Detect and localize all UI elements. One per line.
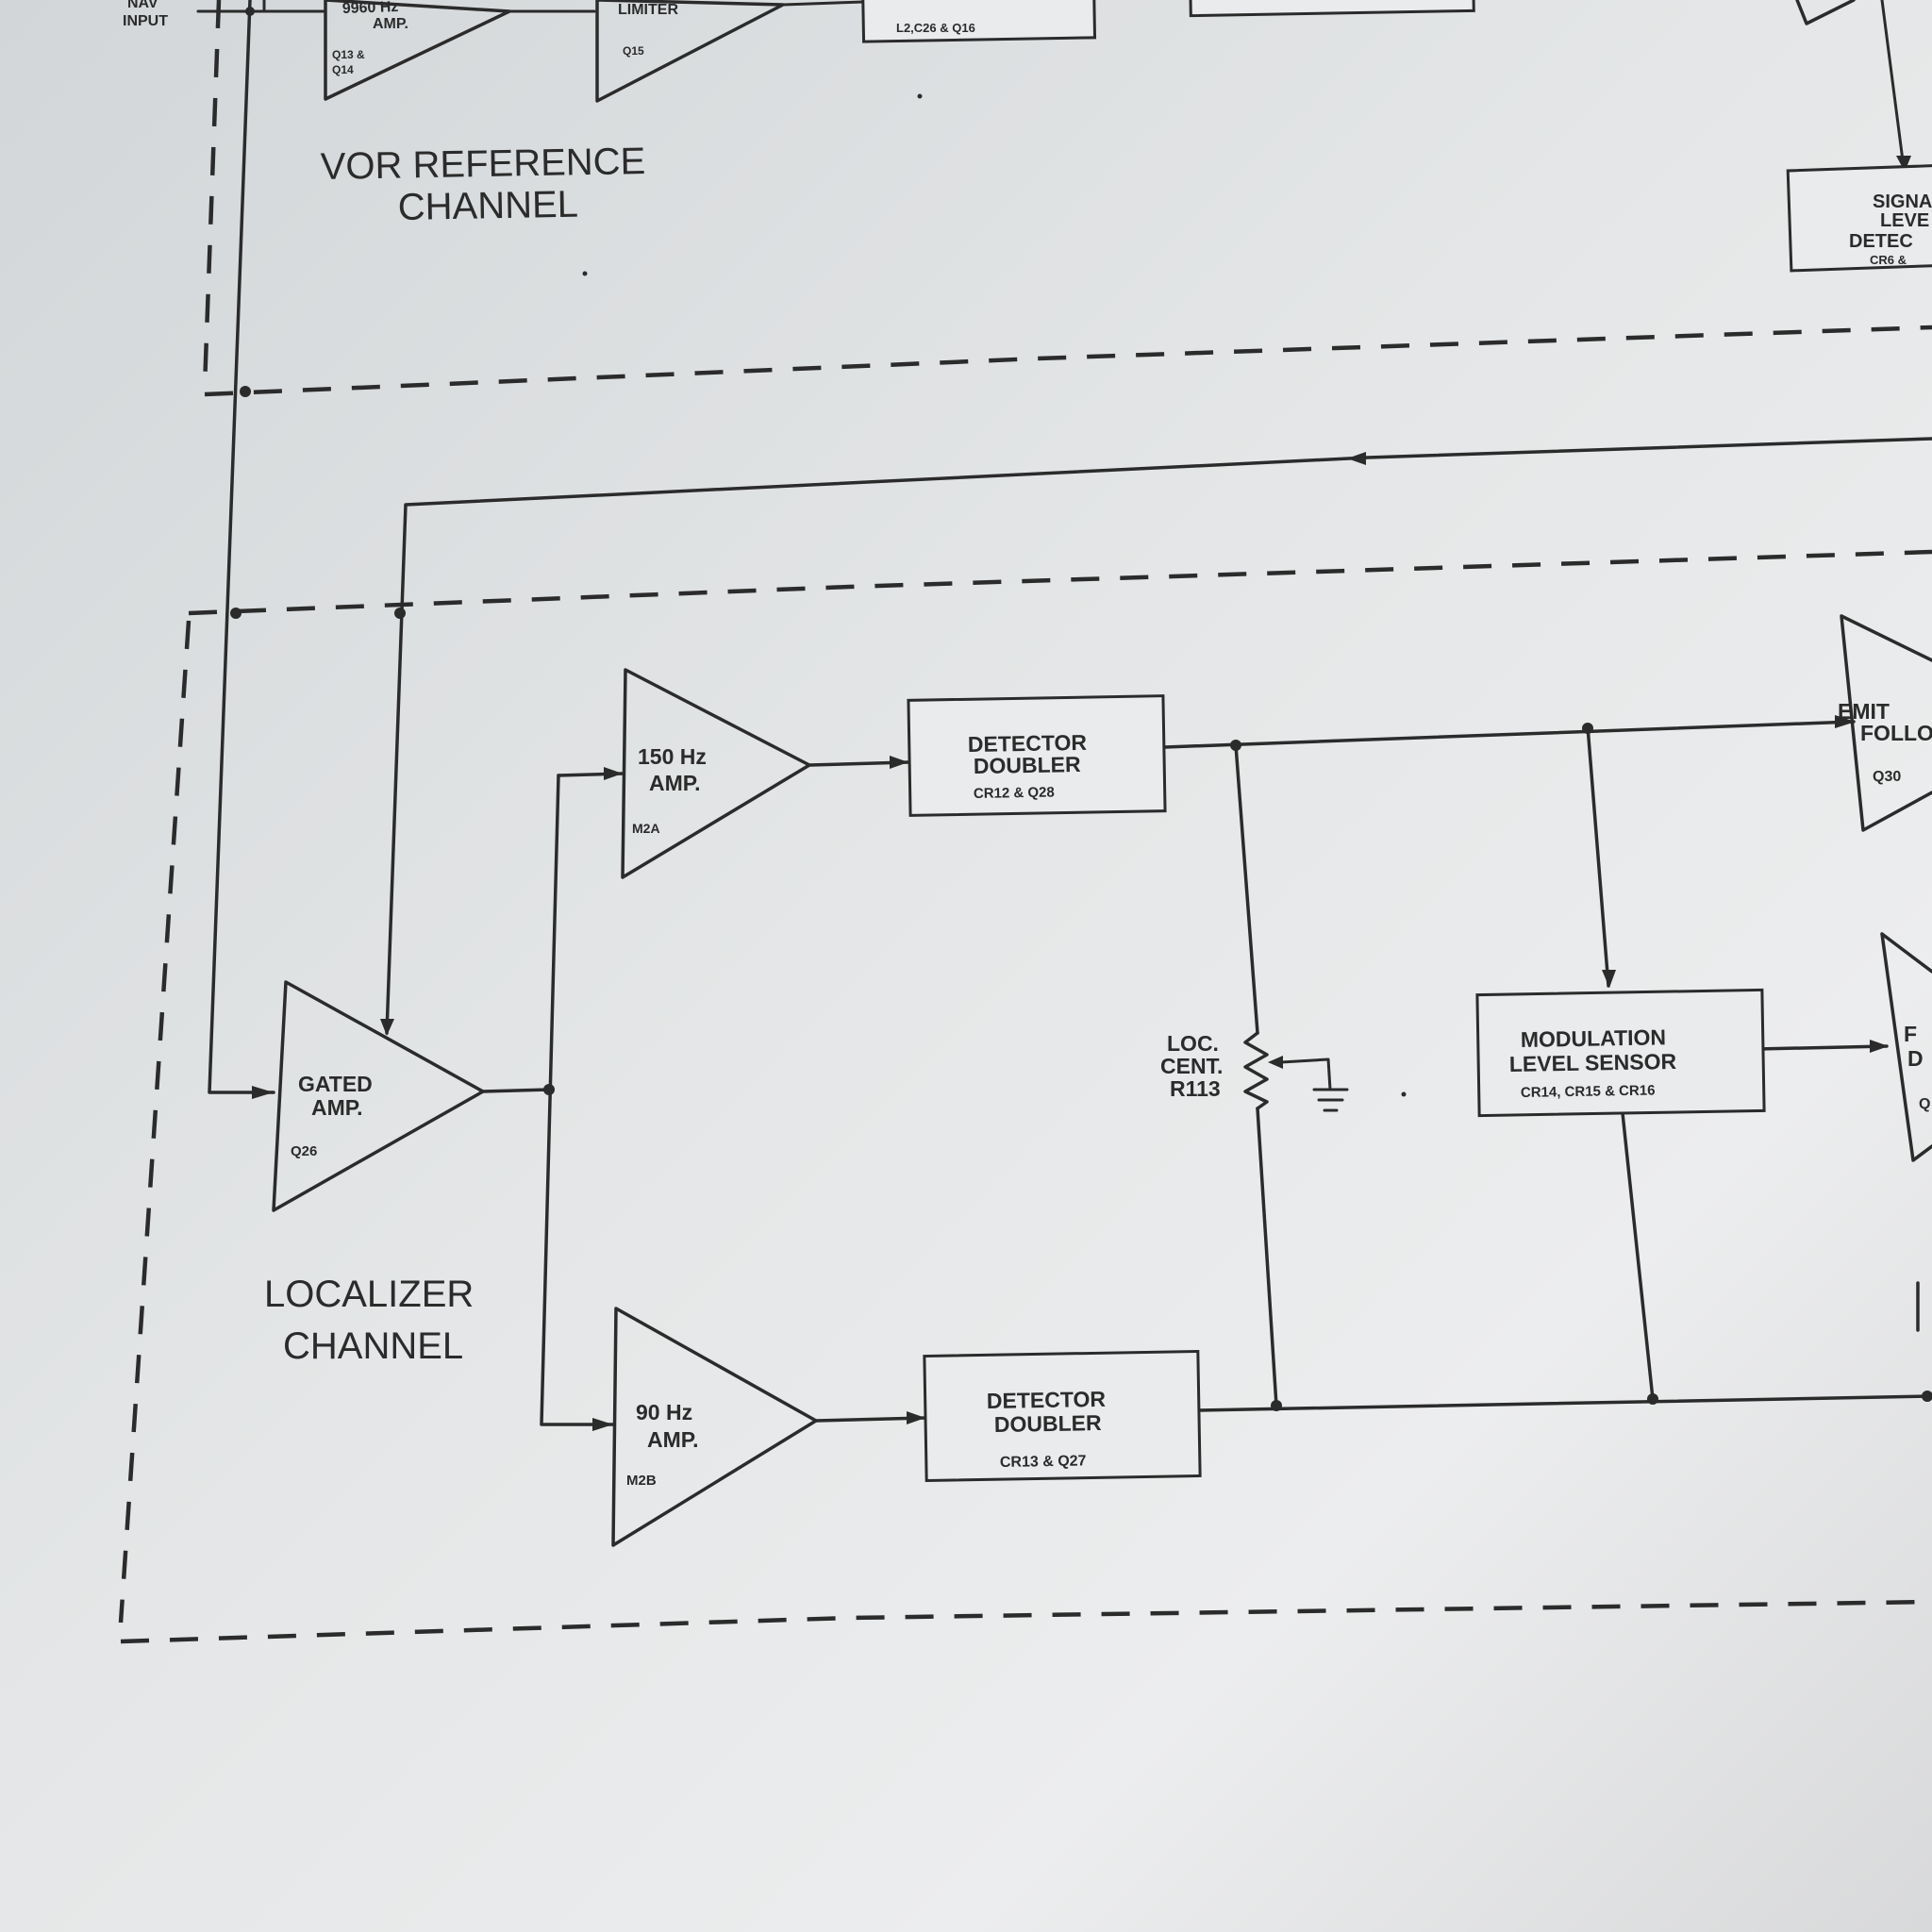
gated-amp-ref: Q26 xyxy=(291,1143,317,1159)
gated-amp-label-1: GATED xyxy=(298,1072,373,1096)
modulation-level-sensor-block xyxy=(1475,988,1766,1118)
emitter-follower-line1: EMIT xyxy=(1838,699,1890,724)
loc-cent-potentiometer xyxy=(1243,1031,1332,1110)
top-right-amp xyxy=(1795,0,1856,25)
signal-level-line2: LEVE xyxy=(1880,210,1929,231)
vor-channel-boundary xyxy=(202,0,1932,397)
nav-input-label-1: NAV xyxy=(127,0,158,11)
amp-9960-ref-2: Q14 xyxy=(332,63,354,76)
mod-sensor-ref: CR14, CR15 & CR16 xyxy=(1521,1083,1656,1101)
localizer-title-2: CHANNEL xyxy=(283,1325,463,1367)
amp-90hz xyxy=(611,1307,818,1547)
amp-9960-label: 9960 Hz xyxy=(342,0,399,17)
limiter-amp xyxy=(595,0,785,103)
gated-amp-label-2: AMP. xyxy=(311,1095,363,1120)
emitter-follower-amp xyxy=(1840,614,1932,832)
detector-90-ref: CR13 & Q27 xyxy=(1000,1453,1087,1471)
right-block-letter-3: Q xyxy=(1919,1096,1930,1112)
signal-wiring xyxy=(196,0,1932,1431)
amp-90-label-1: 90 Hz xyxy=(636,1400,692,1424)
detector-150-ref: CR12 & Q28 xyxy=(974,785,1055,802)
vor-channel-title-2: CHANNEL xyxy=(397,184,578,228)
vor-top-right-block xyxy=(1189,0,1475,18)
amp-150hz xyxy=(621,668,811,879)
signal-level-line3: DETEC xyxy=(1849,231,1913,252)
limiter-ref: Q15 xyxy=(623,44,644,58)
gated-amp xyxy=(272,980,485,1212)
amp-9960-ref: Q13 & xyxy=(332,48,365,61)
mod-sensor-line2: LEVEL SENSOR xyxy=(1509,1049,1677,1076)
right-block-letter-2: D xyxy=(1907,1046,1924,1071)
localizer-title-1: LOCALIZER xyxy=(264,1274,474,1315)
detector-90-line2: DOUBLER xyxy=(994,1410,1103,1437)
signal-level-ref: CR6 & xyxy=(1870,253,1907,267)
loc-cent-line2: CENT. xyxy=(1160,1054,1223,1078)
vor-detector-block xyxy=(860,0,1097,43)
mod-sensor-line1: MODULATION xyxy=(1521,1024,1667,1052)
ground-icon xyxy=(1312,1088,1349,1112)
loc-cent-line3: R113 xyxy=(1170,1076,1221,1101)
right-edge-amp xyxy=(1880,932,1932,1162)
limiter-label: LIMITER xyxy=(618,2,678,18)
loc-cent-line1: LOC. xyxy=(1167,1031,1219,1056)
emitter-follower-line2: FOLLO xyxy=(1860,721,1932,745)
localizer-channel-boundary xyxy=(118,549,1932,1644)
vor-channel-title-1: VOR REFERENCE xyxy=(320,141,645,188)
amp-90-label-2: AMP. xyxy=(647,1427,699,1452)
vor-detector-ref: L2,C26 & Q16 xyxy=(896,21,975,35)
detector-150-line1: DETECTOR xyxy=(968,730,1088,757)
nav-input-label-2: INPUT xyxy=(123,13,168,29)
emitter-follower-ref: Q30 xyxy=(1873,769,1901,785)
signal-level-line1: SIGNA xyxy=(1873,192,1932,212)
amp-150-label-2: AMP. xyxy=(649,771,701,795)
amp-90-ref: M2B xyxy=(626,1473,657,1489)
amp-9960hz xyxy=(324,0,511,101)
amp-9960-label-2: AMP. xyxy=(373,16,408,32)
amp-150-label-1: 150 Hz xyxy=(638,744,707,769)
signal-level-detector-block xyxy=(1786,163,1932,273)
detector-150-line2: DOUBLER xyxy=(974,752,1082,778)
detector-90-line1: DETECTOR xyxy=(987,1387,1107,1413)
amp-150-ref: M2A xyxy=(632,821,660,836)
detector-doubler-150-block xyxy=(907,694,1167,817)
right-block-letter-1: F xyxy=(1904,1022,1917,1046)
detector-doubler-90-block xyxy=(923,1349,1202,1483)
